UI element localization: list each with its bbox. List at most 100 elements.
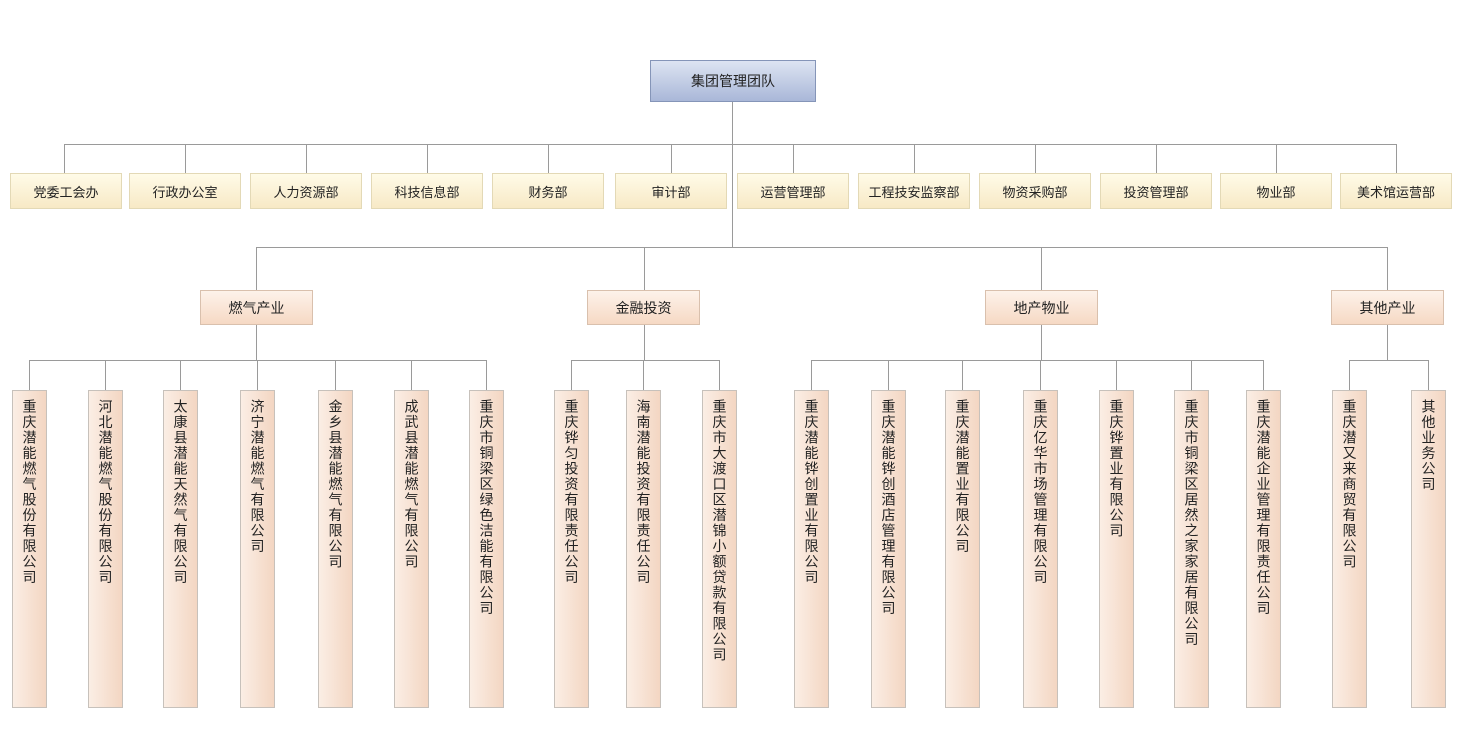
company-connector <box>1116 360 1117 390</box>
dept-label: 物资采购部 <box>1002 184 1068 200</box>
connector-dept-bus <box>64 144 1396 145</box>
company-label: 重庆潜能铧创酒店管理有限公司 <box>880 399 897 616</box>
company-node: 重庆潜能企业管理有限责任公司 <box>1246 390 1281 708</box>
company-connector <box>888 360 889 390</box>
dept-connector <box>1276 144 1277 173</box>
company-node: 重庆市铜梁区绿色洁能有限公司 <box>469 390 504 708</box>
dept-label: 党委工会办 <box>33 184 99 200</box>
company-node: 重庆铧置业有限公司 <box>1099 390 1134 708</box>
company-node: 成武县潜能燃气有限公司 <box>394 390 429 708</box>
sector-connector <box>1041 247 1042 290</box>
company-bus <box>29 360 487 361</box>
company-node: 金乡县潜能燃气有限公司 <box>318 390 353 708</box>
dept-connector <box>64 144 65 173</box>
company-label: 重庆市铜梁区绿色洁能有限公司 <box>478 399 495 616</box>
company-label: 重庆潜又来商贸有限公司 <box>1341 399 1358 570</box>
dept-node: 工程技安监察部 <box>858 173 970 209</box>
sector-drop <box>1041 325 1042 361</box>
dept-connector <box>306 144 307 173</box>
sector-connector <box>644 247 645 290</box>
company-bus <box>811 360 1264 361</box>
company-label: 河北潜能燃气股份有限公司 <box>97 399 114 585</box>
company-connector <box>1191 360 1192 390</box>
sector-node: 金融投资 <box>587 290 700 325</box>
dept-connector <box>914 144 915 173</box>
company-connector <box>1040 360 1041 390</box>
company-label: 重庆潜能铧创置业有限公司 <box>803 399 820 585</box>
dept-connector <box>1396 144 1397 173</box>
dept-node: 运营管理部 <box>737 173 849 209</box>
company-node: 重庆市铜梁区居然之家家居有限公司 <box>1174 390 1209 708</box>
dept-node: 行政办公室 <box>129 173 241 209</box>
company-node: 重庆潜能铧创酒店管理有限公司 <box>871 390 906 708</box>
dept-connector <box>1035 144 1036 173</box>
company-connector <box>105 360 106 390</box>
company-node: 重庆潜又来商贸有限公司 <box>1332 390 1367 708</box>
sector-drop <box>644 325 645 361</box>
company-label: 重庆市大渡口区潜锦小额贷款有限公司 <box>711 399 728 663</box>
dept-node: 物资采购部 <box>979 173 1091 209</box>
dept-node: 审计部 <box>615 173 727 209</box>
sector-label: 金融投资 <box>615 299 672 316</box>
company-label: 重庆潜能企业管理有限责任公司 <box>1255 399 1272 616</box>
company-label: 重庆铧置业有限公司 <box>1108 399 1125 539</box>
dept-connector <box>427 144 428 173</box>
company-node: 重庆铧匀投资有限责任公司 <box>554 390 589 708</box>
company-node: 其他业务公司 <box>1411 390 1446 708</box>
dept-label: 运营管理部 <box>760 184 826 200</box>
dept-label: 财务部 <box>528 184 568 200</box>
company-connector <box>486 360 487 390</box>
dept-node: 投资管理部 <box>1100 173 1212 209</box>
sector-node: 燃气产业 <box>200 290 313 325</box>
company-bus <box>1349 360 1429 361</box>
company-node: 重庆潜能置业有限公司 <box>945 390 980 708</box>
dept-node: 党委工会办 <box>10 173 122 209</box>
company-label: 重庆潜能燃气股份有限公司 <box>21 399 38 585</box>
dept-connector <box>1156 144 1157 173</box>
company-node: 重庆潜能铧创置业有限公司 <box>794 390 829 708</box>
company-label: 其他业务公司 <box>1420 399 1437 492</box>
company-connector <box>962 360 963 390</box>
dept-label: 科技信息部 <box>394 184 460 200</box>
company-node: 河北潜能燃气股份有限公司 <box>88 390 123 708</box>
company-label: 金乡县潜能燃气有限公司 <box>327 399 344 570</box>
dept-connector <box>548 144 549 173</box>
dept-label: 审计部 <box>651 184 691 200</box>
sector-connector <box>256 247 257 290</box>
company-label: 重庆潜能置业有限公司 <box>954 399 971 554</box>
company-node: 重庆市大渡口区潜锦小额贷款有限公司 <box>702 390 737 708</box>
company-connector <box>1428 360 1429 390</box>
company-bus <box>571 360 720 361</box>
company-node: 重庆亿华市场管理有限公司 <box>1023 390 1058 708</box>
dept-node: 科技信息部 <box>371 173 483 209</box>
sector-label: 地产物业 <box>1013 299 1070 316</box>
dept-label: 工程技安监察部 <box>868 184 960 200</box>
sector-drop <box>1387 325 1388 361</box>
company-node: 海南潜能投资有限责任公司 <box>626 390 661 708</box>
company-label: 重庆市铜梁区居然之家家居有限公司 <box>1183 399 1200 647</box>
dept-connector <box>671 144 672 173</box>
company-connector <box>643 360 644 390</box>
root-node: 集团管理团队 <box>650 60 816 102</box>
dept-connector <box>185 144 186 173</box>
company-label: 济宁潜能燃气有限公司 <box>249 399 266 554</box>
dept-node: 人力资源部 <box>250 173 362 209</box>
company-connector <box>411 360 412 390</box>
company-node: 重庆潜能燃气股份有限公司 <box>12 390 47 708</box>
sector-node: 其他产业 <box>1331 290 1444 325</box>
sector-label: 其他产业 <box>1359 299 1416 316</box>
connector-sector-bus <box>256 247 1387 248</box>
company-connector <box>719 360 720 390</box>
company-label: 海南潜能投资有限责任公司 <box>635 399 652 585</box>
company-label: 太康县潜能天然气有限公司 <box>172 399 189 585</box>
dept-label: 投资管理部 <box>1123 184 1189 200</box>
company-label: 重庆铧匀投资有限责任公司 <box>563 399 580 585</box>
dept-connector <box>793 144 794 173</box>
dept-node: 美术馆运营部 <box>1340 173 1452 209</box>
company-connector <box>180 360 181 390</box>
dept-label: 人力资源部 <box>273 184 339 200</box>
company-connector <box>811 360 812 390</box>
company-node: 济宁潜能燃气有限公司 <box>240 390 275 708</box>
company-node: 太康县潜能天然气有限公司 <box>163 390 198 708</box>
